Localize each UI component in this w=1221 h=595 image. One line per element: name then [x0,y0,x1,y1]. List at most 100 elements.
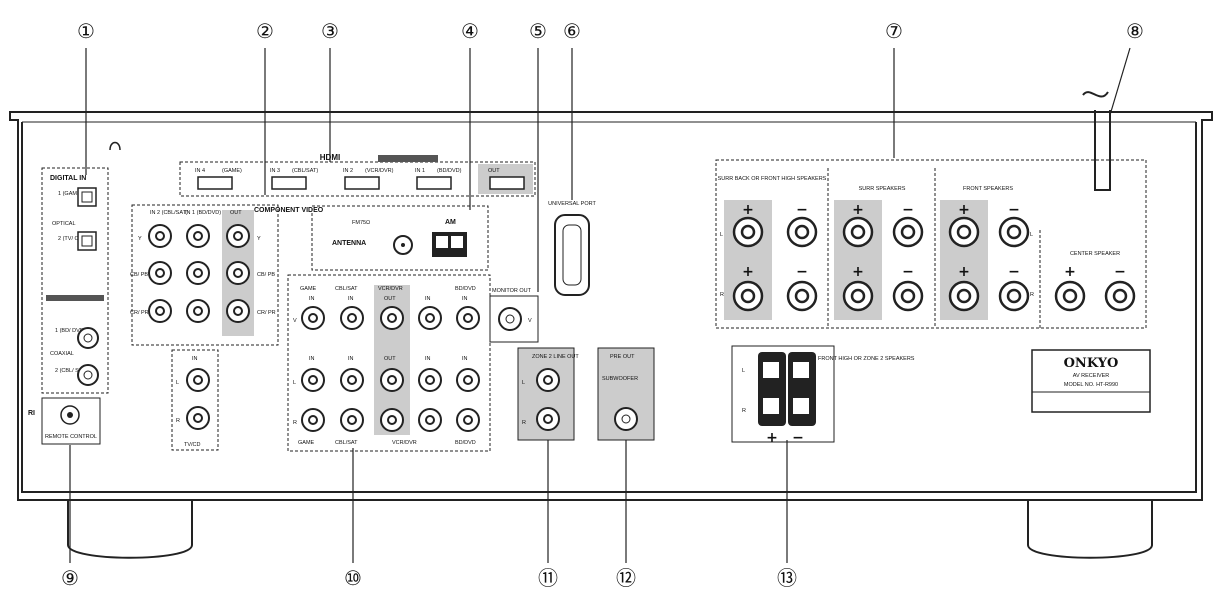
universal-port-connector[interactable] [554,214,590,296]
svg-text:+: + [852,202,864,218]
hdmi-in-4[interactable]: IN 4 (GAME) [195,168,242,190]
svg-text:R: R [742,408,746,414]
leader-lines [69,47,1131,563]
zone2-speaker-terminals[interactable] [758,352,816,426]
remote-control-jack[interactable] [60,405,80,425]
svg-text:−: − [902,202,914,218]
svg-text:2 (CBL/ SAT): 2 (CBL/ SAT) [55,368,87,374]
hdmi-out[interactable]: OUT [488,168,525,190]
chassis [9,91,1213,559]
zone2-speakers-label: FRONT HIGH OR ZONE 2 SPEAKERS [818,356,915,362]
svg-text:OPTICAL: OPTICAL [52,221,76,227]
coaxial-in-1[interactable]: 1 (BD/ DVD) [55,327,99,349]
tv-cd-section: IN L R TV/CD [171,349,219,451]
center-label: CENTER SPEAKER [1070,251,1120,257]
speaker-terminals[interactable] [732,216,1136,312]
callout-11: ⑪ [538,566,558,590]
subwoofer-jack[interactable] [614,407,638,431]
svg-text:SUBWOOFER: SUBWOOFER [602,376,638,382]
svg-text:IN: IN [309,296,315,302]
svg-text:CB/ PB: CB/ PB [130,272,148,278]
svg-text:1 (GAME): 1 (GAME) [58,191,83,197]
svg-text:IN: IN [462,296,468,302]
svg-text:MODEL NO. HT-R990: MODEL NO. HT-R990 [1064,382,1118,388]
svg-text:AV RECEIVER: AV RECEIVER [1073,373,1110,379]
callout-3: ③ [321,19,339,43]
svg-text:−: − [1114,264,1126,280]
zone2-speakers-section: L R FRONT HIGH OR ZONE 2 SPEAKERS + − [731,345,915,446]
svg-text:L: L [293,380,296,386]
callout-6: ⑥ [563,19,581,43]
svg-text:IN 2 (CBL/SAT): IN 2 (CBL/SAT) [150,210,188,216]
svg-text:PRE OUT: PRE OUT [610,354,635,360]
antenna-section: ANTENNA FM75Ω AM [311,205,489,271]
monitor-out-jack[interactable] [498,307,522,331]
svg-text:IN 4: IN 4 [195,168,205,174]
tv-cd-jacks[interactable] [186,368,210,430]
optical-in-2[interactable]: 2 (TV/ CD) [58,231,97,251]
av-inputs-section: GAME CBL/SAT VCR/DVR BD/DVD IN IN OUT IN… [287,274,491,452]
callout-9: ⑨ [61,566,79,590]
model-badge: ONKYO AV RECEIVER MODEL NO. HT-R990 [1031,349,1151,413]
svg-text:GAME: GAME [298,440,315,446]
svg-text:(GAME): (GAME) [222,168,242,174]
svg-text:FM75Ω: FM75Ω [352,220,370,226]
callout-12: ⑫ [616,566,636,590]
svg-text:R: R [1030,292,1034,298]
zone2-line-out-jacks[interactable] [536,368,560,431]
component-jacks[interactable] [148,224,250,323]
svg-text:IN: IN [425,296,431,302]
hdmi-in-2[interactable]: IN 2 (VCR/DVR) [343,168,394,190]
surr-back-label: SURR BACK OR FRONT HIGH SPEAKERS [718,176,827,182]
svg-text:Y: Y [138,236,142,242]
svg-text:OUT: OUT [230,210,242,216]
svg-text:(BD/DVD): (BD/DVD) [437,168,462,174]
svg-text:L: L [742,368,745,374]
optical-in-1[interactable]: 1 (GAME) [58,187,97,207]
svg-text:R: R [176,418,180,424]
svg-text:L: L [522,380,525,386]
svg-text:IN 2: IN 2 [343,168,353,174]
am-antenna-terminal[interactable] [432,232,467,257]
monitor-out-section: MONITOR OUT V [489,288,539,343]
svg-text:IN 3: IN 3 [270,168,280,174]
svg-text:IN: IN [309,356,315,362]
svg-text:−: − [902,264,914,280]
svg-text:+: + [852,264,864,280]
svg-text:−: − [796,264,808,280]
svg-text:+: + [1064,264,1076,280]
svg-text:OUT: OUT [384,296,396,302]
svg-text:OUT: OUT [488,168,500,174]
svg-text:+: + [958,264,970,280]
callouts: ① ② ③ ④ ⑤ ⑥ ⑦ ⑧ ⑨ ⑩ ⑪ ⑫ ⑬ [61,19,1144,590]
hdmi-in-3[interactable]: IN 3 (CBL/SAT) [270,168,318,190]
svg-text:CB/ PB: CB/ PB [257,272,275,278]
svg-text:VCR/DVR: VCR/DVR [392,440,417,446]
surr-label: SURR SPEAKERS [859,186,906,192]
callout-7: ⑦ [885,19,903,43]
hdmi-in-1[interactable]: IN 1 (BD/DVD) [415,168,462,190]
svg-text:IN 1 (BD/DVD): IN 1 (BD/DVD) [185,210,221,216]
svg-text:(CBL/SAT): (CBL/SAT) [292,168,318,174]
svg-text:CBL/SAT: CBL/SAT [335,286,358,292]
svg-text:L: L [720,232,723,238]
callout-5: ⑤ [529,19,547,43]
svg-text:R: R [293,420,297,426]
callout-1: ① [77,19,95,43]
fm-antenna-jack[interactable] [393,235,413,255]
coaxial-in-2[interactable]: 2 (CBL/ SAT) [55,364,99,386]
universal-port-section: UNIVERSAL PORT [548,201,596,296]
svg-text:BD/DVD: BD/DVD [455,440,476,446]
svg-text:IN: IN [348,296,354,302]
svg-text:L: L [176,380,179,386]
svg-text:IN 1: IN 1 [415,168,425,174]
zone2-line-out-section: ZONE 2 LINE OUT L R [517,347,579,441]
av-input-jacks[interactable] [301,306,480,432]
svg-text:AM: AM [445,219,456,226]
component-title: COMPONENT VIDEO [254,207,324,214]
svg-text:L: L [1030,232,1033,238]
svg-text:CR/ PR: CR/ PR [130,310,149,316]
front-label: FRONT SPEAKERS [963,186,1013,192]
callout-8: ⑧ [1126,19,1144,43]
